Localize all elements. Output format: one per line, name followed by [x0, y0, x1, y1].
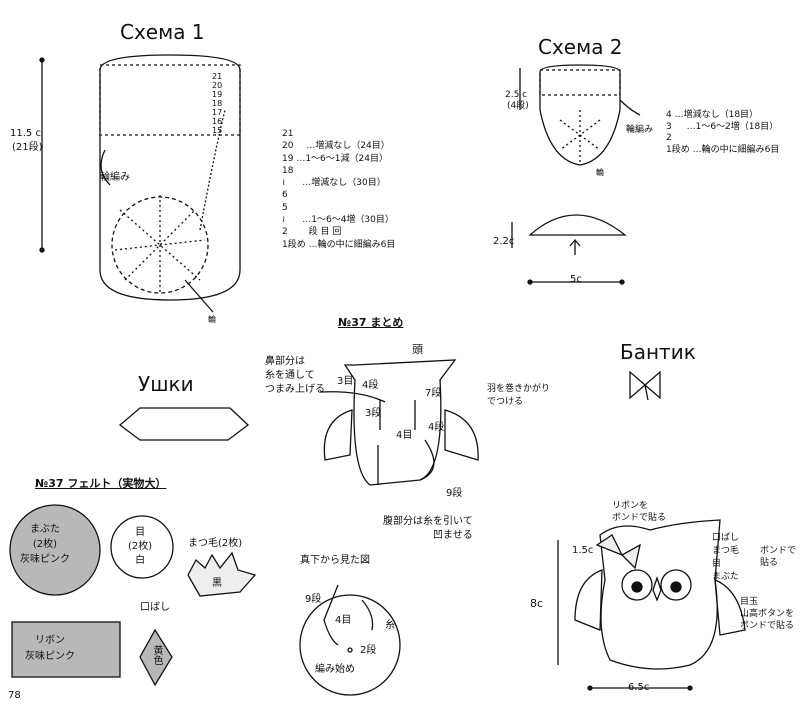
- owl-height: 8c: [530, 597, 544, 610]
- label-9row: 9段: [446, 488, 463, 499]
- bottom-4st: 4目: [335, 615, 352, 626]
- beak-color: 黄色: [151, 645, 162, 665]
- face-parts: 口ばしまつ毛目まぶた: [712, 533, 740, 582]
- schema1-chart: [39, 54, 241, 313]
- label-4st: 4目: [396, 430, 413, 441]
- label-3row: 3段: [365, 408, 382, 419]
- schema2-rows: (4段): [507, 101, 529, 111]
- felt-title: №37 フェルト（実物大）: [35, 477, 167, 490]
- bottom-view-title: 真下から見た図: [300, 555, 370, 566]
- bow-shape: [629, 370, 661, 401]
- eyeball-note: 目玉山高ボタンをボンドで貼る: [740, 597, 795, 631]
- schema1-ring: 輪: [208, 315, 216, 324]
- owl-width: 6.5c: [628, 682, 650, 693]
- schema1-round-label: 輪編み: [100, 172, 130, 183]
- glue-note: ボンドで貼る: [760, 546, 797, 568]
- schema2-title: Схема 2: [538, 35, 623, 59]
- eyelid-piece: まぶた(2枚)灰味ピンク: [20, 524, 70, 565]
- bottom-view: [299, 584, 401, 696]
- nose-note: 鼻部分は糸を通してつまみ上げる: [265, 356, 325, 395]
- head-label: 頭: [412, 343, 423, 356]
- bottom-start: 編み始め: [315, 664, 355, 675]
- label-4row-2: 4段: [428, 422, 445, 433]
- felt-pieces: [9, 504, 257, 687]
- lashes-color: 黒: [212, 578, 222, 589]
- bottom-9row: 9段: [305, 594, 322, 605]
- page-number: 78: [8, 690, 21, 701]
- label-3st: 3目: [337, 376, 354, 387]
- half-width: 5c: [570, 274, 582, 285]
- assembly-title: №37 まとめ: [338, 316, 404, 329]
- schema2-chart: [511, 64, 641, 285]
- label-7row: 7段: [425, 388, 442, 399]
- wing-note: 羽を巻きかがりでつける: [487, 384, 551, 407]
- bantik-title: Бантик: [620, 340, 696, 364]
- ribbon-note: リボンをボンドで貼る: [612, 501, 667, 523]
- belly-note: 腹部分は糸を引いて凹ませる: [383, 516, 473, 541]
- half-height: 2.2c: [493, 236, 515, 247]
- schema1-rows: (21段): [12, 142, 43, 153]
- finished-owl: [557, 519, 746, 691]
- ushki-title: Ушки: [138, 372, 194, 396]
- lashes-label: まつ毛(2枚): [188, 538, 243, 549]
- label-4row: 4段: [362, 380, 379, 391]
- schema2-legend: 4 …増減なし（18目） 3 …1～6～2増（18目） 2 1段め …輪の中に細…: [666, 110, 780, 155]
- beak-label: 口ばし: [140, 602, 170, 613]
- bottom-yarn: 糸: [385, 620, 395, 631]
- ear-shape: [118, 407, 250, 441]
- schema1-legend: 21 20 …増減なし（24目） 19 …1～6～1減（24目） 18 ≀ …増…: [282, 129, 396, 250]
- schema2-ring: 輪: [596, 168, 604, 177]
- eye-piece: 目(2枚)白: [128, 527, 153, 566]
- schema2-height: 2.5 c: [505, 90, 528, 100]
- ribbon-size: 1.5c: [572, 545, 594, 556]
- bottom-2row: 2段: [360, 645, 377, 656]
- ribbon-piece: リボン灰味ピンク: [25, 635, 75, 662]
- schema1-height: 11.5 c: [10, 128, 41, 139]
- schema2-round-label: 輪編み: [626, 125, 654, 135]
- assembly-drawing: [319, 359, 479, 486]
- schema1-title: Схема 1: [120, 20, 205, 44]
